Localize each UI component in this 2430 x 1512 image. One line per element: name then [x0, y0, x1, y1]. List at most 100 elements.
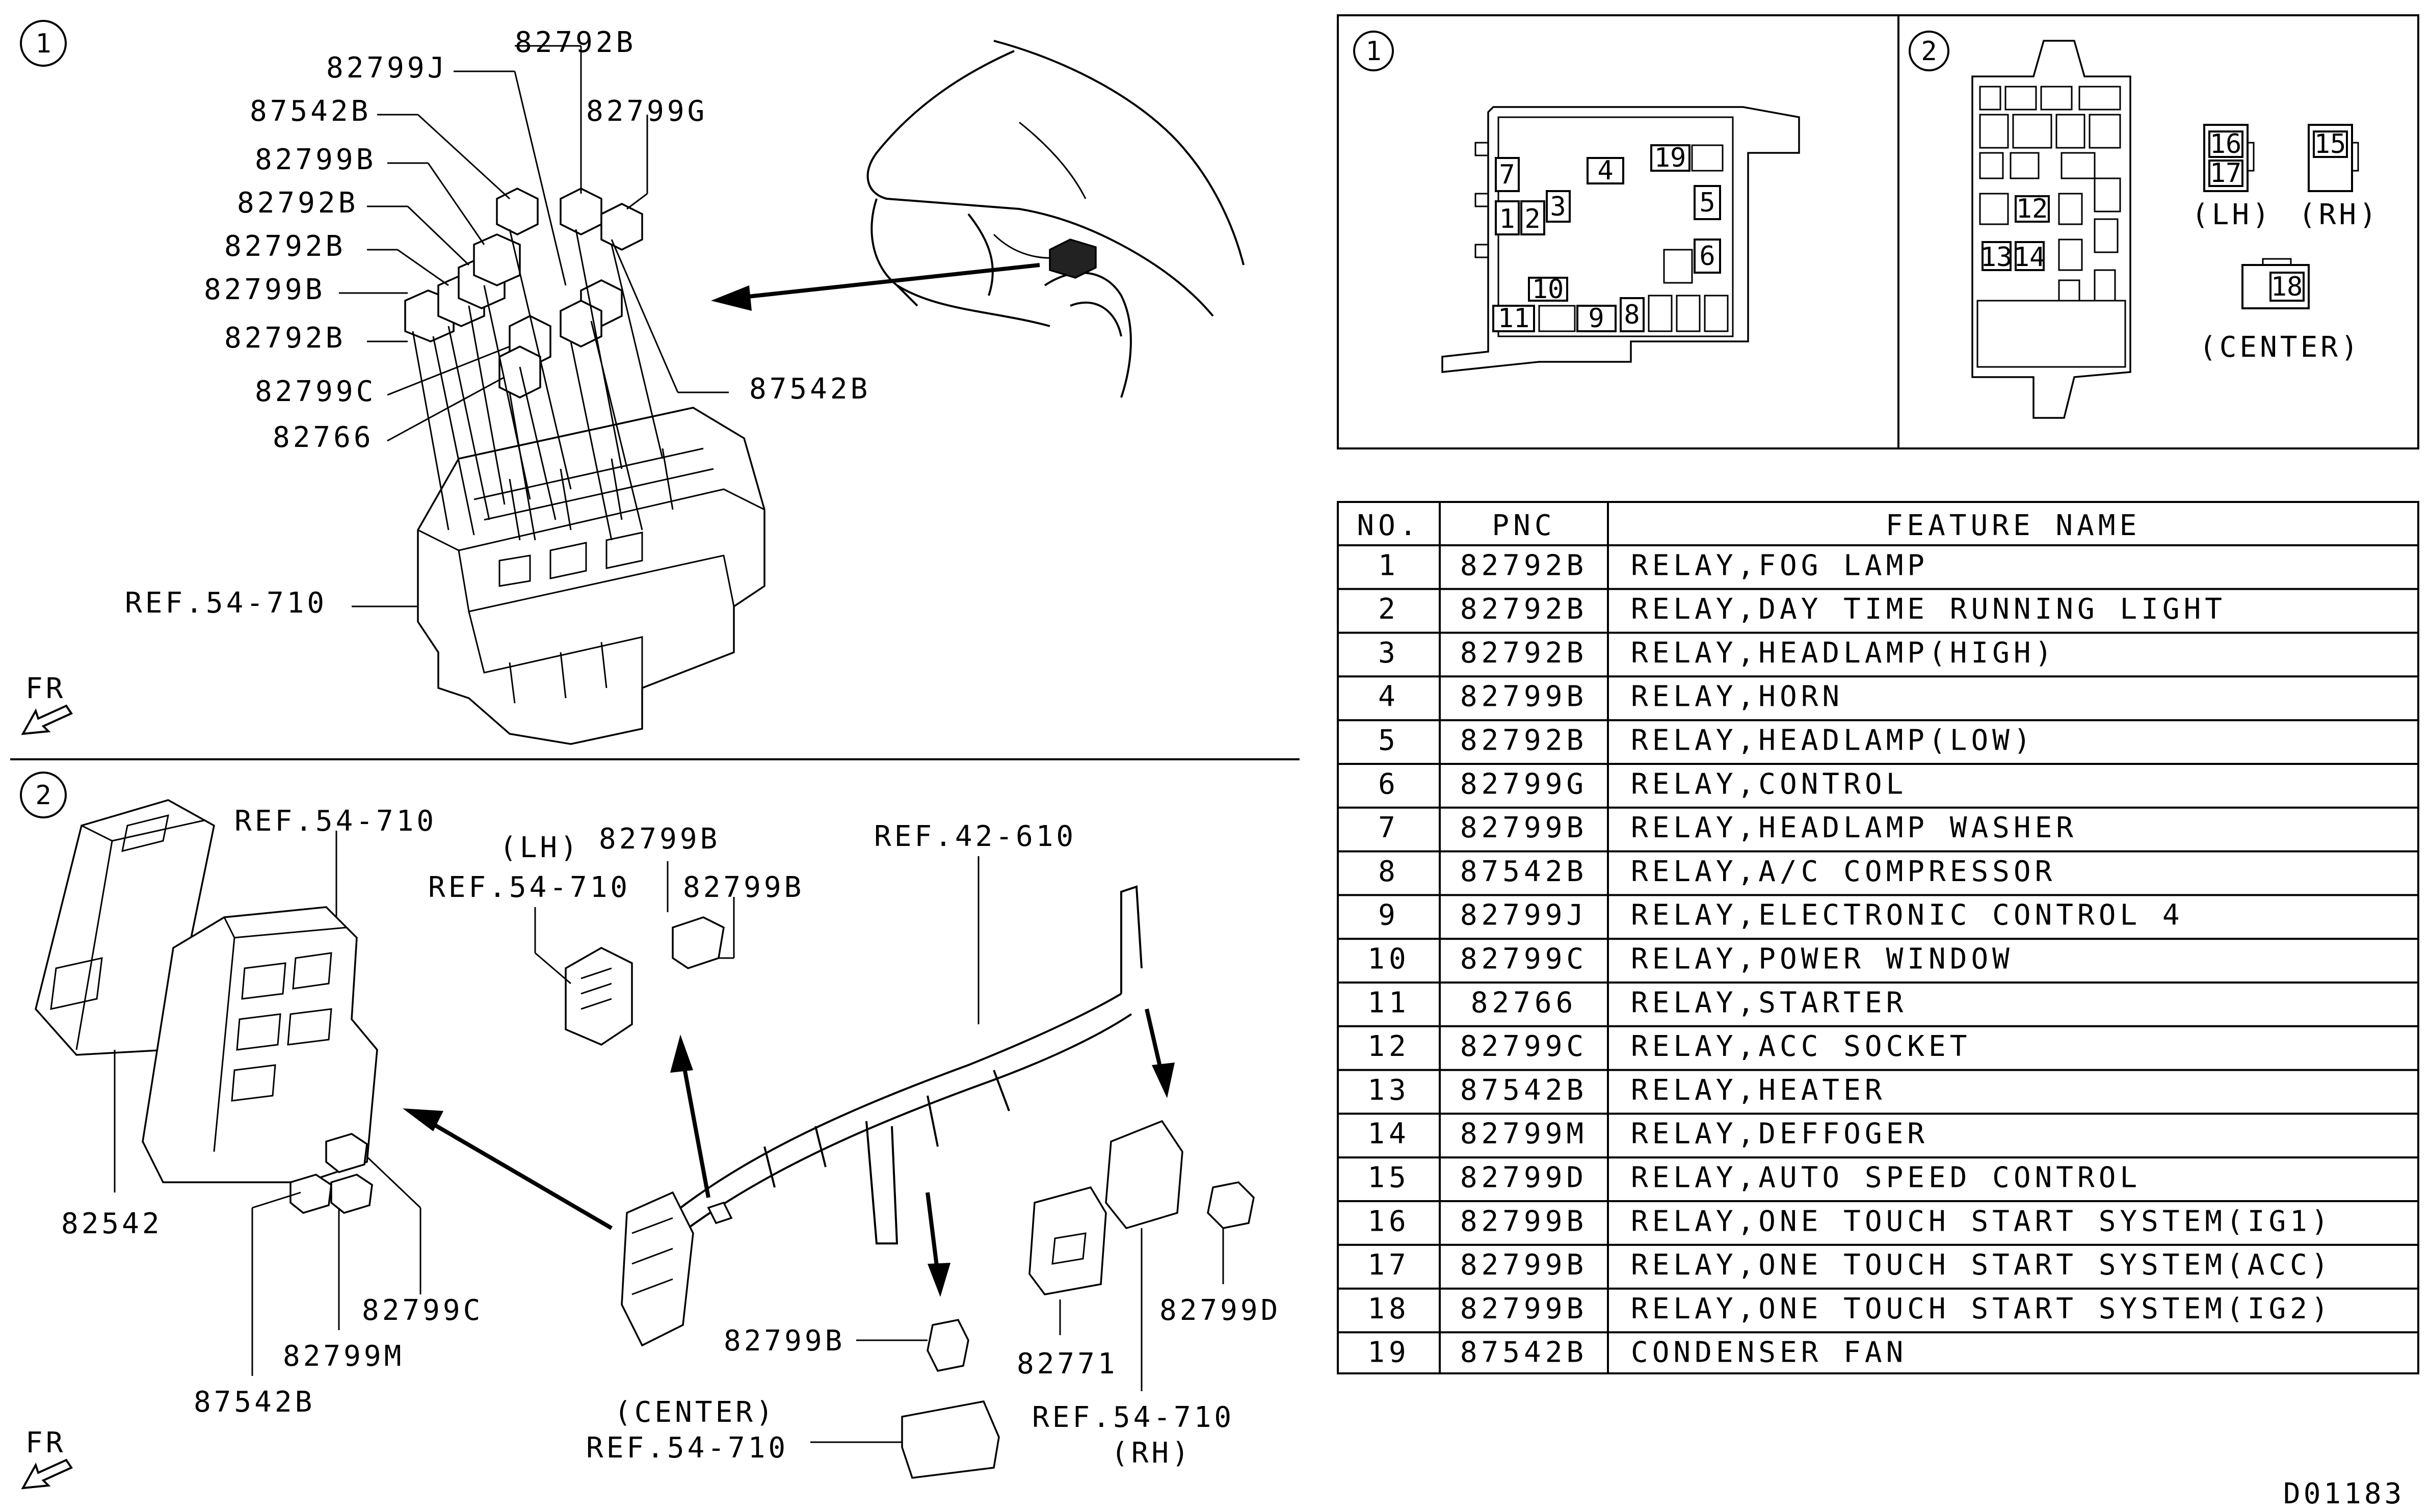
arrow-to-lh — [670, 1034, 710, 1198]
inset-2-junction-block — [1971, 40, 2131, 419]
arrow-dash-to-junction — [403, 1108, 613, 1230]
table-cell-feature: RELAY,FOG LAMP — [1631, 549, 1929, 582]
table-row: 2 82792B RELAY,DAY TIME RUNNING LIGHT — [1378, 593, 2226, 626]
slot-8: 8 — [1624, 300, 1640, 330]
slot-12: 12 — [2016, 194, 2048, 224]
car-relay-box — [1049, 238, 1097, 279]
table-cell-pnc: 82792B — [1460, 593, 1588, 626]
label-82792b-b: 82792B — [224, 230, 346, 263]
slot-4: 4 — [1597, 155, 1613, 186]
table-cell-pnc: 87542B — [1460, 1074, 1588, 1107]
table-cell-feature: CONDENSER FAN — [1631, 1336, 1907, 1369]
label-rh-inset: (RH) — [2299, 198, 2380, 231]
front-arrow-icon — [21, 1458, 73, 1490]
table-cell-no: 1 — [1378, 549, 1399, 582]
table-cell-no: 4 — [1378, 680, 1399, 713]
table-cell-feature: RELAY,CONTROL — [1631, 767, 1907, 801]
table-cell-no: 10 — [1367, 943, 1410, 976]
label-82799c: 82799C — [255, 375, 376, 408]
table-cell-no: 16 — [1367, 1205, 1410, 1238]
label-82799b-lh2: 82799B — [683, 871, 804, 904]
label-87542b-a: 87542B — [250, 95, 371, 128]
label-ref-54-710-center: REF.54-710 — [586, 1431, 788, 1465]
table-cell-feature: RELAY,HEADLAMP WASHER — [1631, 811, 2077, 844]
table-cell-no: 2 — [1378, 593, 1399, 626]
dashboard-crossmember — [621, 885, 1143, 1347]
section-1-marker: 1 — [35, 29, 51, 59]
table-cell-no: 17 — [1367, 1249, 1410, 1282]
label-82792b-c: 82792B — [224, 322, 346, 355]
slot-18: 18 — [2271, 272, 2303, 302]
table-row: 6 82799G RELAY,CONTROL — [1378, 767, 1907, 801]
table-cell-no: 6 — [1378, 767, 1399, 801]
table-cell-pnc: 82766 — [1471, 986, 1577, 1019]
ip-junction-block — [142, 906, 378, 1214]
slot-9: 9 — [1588, 303, 1604, 334]
table-cell-pnc: 82799B — [1460, 1292, 1588, 1325]
table-cell-pnc: 87542B — [1460, 1336, 1588, 1369]
inset-2-slots: 12 13 14 16 17 (LH) 15 (RH) 18 (CENTER — [1980, 124, 2380, 364]
arrow-to-rh — [1145, 1009, 1175, 1098]
table-cell-pnc: 82792B — [1460, 724, 1588, 757]
label-82799g: 82799G — [586, 95, 707, 128]
inset-panels: 1 1 2 3 4 5 6 7 8 9 — [1337, 14, 2419, 449]
front-indicator-label: FR — [25, 672, 66, 705]
section-1: 1 — [20, 20, 1245, 745]
label-82771: 82771 — [1017, 1347, 1118, 1381]
table-header-pnc: PNC — [1492, 509, 1555, 542]
table-cell-pnc: 82799B — [1460, 811, 1588, 844]
table-cell-pnc: 82799G — [1460, 767, 1588, 801]
table-cell-no: 12 — [1367, 1030, 1410, 1063]
table-cell-no: 13 — [1367, 1074, 1410, 1107]
front-indicator-label-2: FR — [25, 1426, 66, 1460]
table-cell-feature: RELAY,HORN — [1631, 680, 1843, 713]
label-82542: 82542 — [61, 1207, 163, 1240]
table-cell-feature: RELAY,ONE TOUCH START SYSTEM(ACC) — [1631, 1249, 2333, 1282]
table-cell-feature: RELAY,DAY TIME RUNNING LIGHT — [1631, 593, 2226, 626]
lh-relay-group — [565, 916, 725, 1046]
label-82799b-center: 82799B — [724, 1324, 845, 1358]
label-center: (CENTER) — [614, 1396, 776, 1429]
table-cell-feature: RELAY,HEADLAMP(LOW) — [1631, 724, 2035, 757]
slot-5: 5 — [1699, 188, 1715, 218]
rh-relay-group — [1028, 1120, 1255, 1295]
slot-14: 14 — [2014, 242, 2046, 273]
table-cell-pnc: 82799M — [1460, 1118, 1588, 1151]
table-header-no: NO. — [1357, 509, 1420, 542]
relays-exploded — [404, 188, 664, 541]
label-rh: (RH) — [1111, 1437, 1192, 1470]
table-cell-feature: RELAY,ONE TOUCH START SYSTEM(IG1) — [1631, 1205, 2333, 1238]
inset-1-slots: 1 2 3 4 5 6 7 8 9 10 11 — [1492, 143, 1729, 334]
section-2-marker: 2 — [35, 780, 51, 811]
section-2-leaders — [114, 831, 1224, 1443]
slot-6: 6 — [1699, 241, 1715, 272]
table-cell-feature: RELAY,HEADLAMP(HIGH) — [1631, 636, 2056, 670]
inset-2-marker: 2 — [1921, 36, 1937, 67]
label-82766: 82766 — [273, 421, 374, 454]
center-relay-group — [901, 1319, 1000, 1479]
table-cell-feature: RELAY,ELECTRONIC CONTROL 4 — [1631, 899, 2184, 932]
label-82799j: 82799J — [326, 51, 447, 85]
section-2: 2 — [20, 772, 1278, 1490]
table-cell-pnc: 82792B — [1460, 636, 1588, 670]
table-cell-no: 8 — [1378, 855, 1399, 888]
slot-13: 13 — [1980, 242, 2013, 273]
table-cell-feature: RELAY,STARTER — [1631, 986, 1907, 1019]
table-cell-no: 9 — [1378, 899, 1399, 932]
label-87542b-b: 87542B — [749, 373, 870, 406]
slot-10: 10 — [1532, 274, 1564, 305]
slot-16: 16 — [2210, 129, 2242, 160]
label-82799b-a: 82799B — [255, 143, 376, 176]
slot-1: 1 — [1499, 204, 1515, 234]
